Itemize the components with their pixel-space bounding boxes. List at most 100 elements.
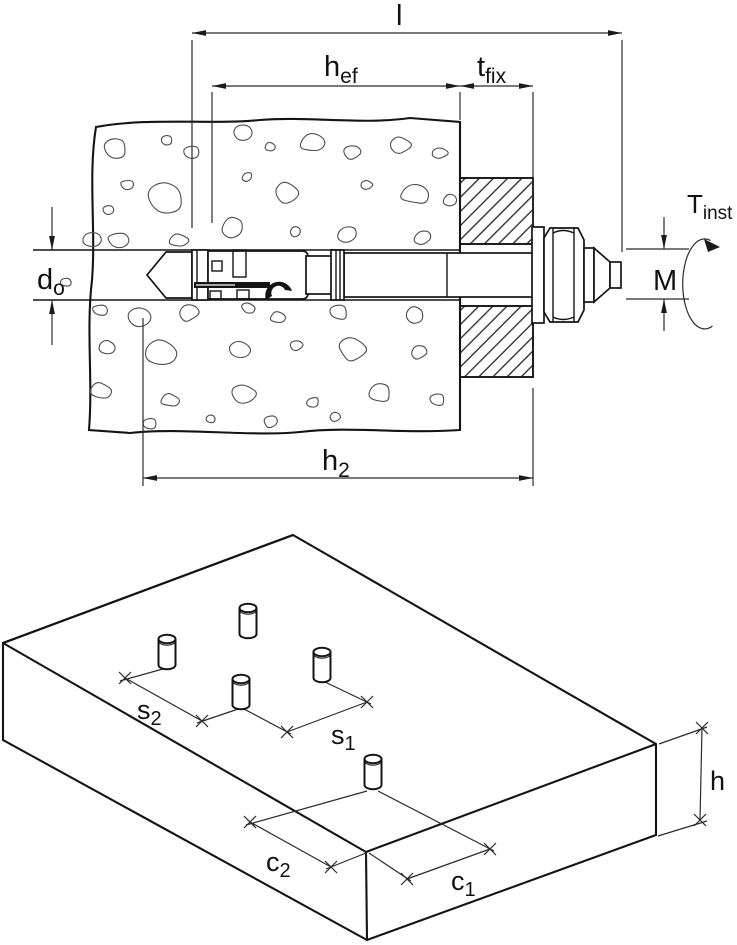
aggregate-stone [231, 384, 257, 404]
expansion-sleeve [207, 250, 309, 300]
aggregate-stone [120, 179, 135, 191]
label-s2: s2 [137, 695, 162, 730]
bolt-taper [593, 246, 611, 304]
aggregate-stone [360, 180, 374, 190]
aggregate-stone [142, 417, 157, 430]
dimension-arrowhead [446, 83, 460, 89]
aggregate-stone [442, 193, 458, 207]
anchor-stud [157, 633, 177, 671]
aggregate-stone [228, 340, 252, 359]
aggregate-stone [145, 339, 178, 365]
dimension-tick [324, 860, 338, 874]
aggregate-stone [389, 136, 412, 154]
aggregate-stone [168, 233, 190, 247]
aggregate-stone [299, 133, 326, 152]
label-do: do [37, 264, 65, 300]
dimension-arrowhead [212, 83, 226, 89]
aggregate-stone [107, 232, 130, 249]
aggregate-stone [411, 345, 428, 360]
aggregate-stone [429, 393, 445, 406]
aggregate-stone [338, 337, 368, 362]
aggregate-stone [59, 277, 72, 287]
iso-dimensions: s2 s1 c2 c1 [118, 666, 725, 901]
dimension-tick [280, 725, 294, 739]
aggregate-stone [205, 414, 216, 424]
dimension-hef: hef [211, 51, 461, 223]
aggregate-stone [221, 216, 243, 239]
dimension-arrowhead [460, 83, 474, 89]
aggregate-stone [289, 226, 301, 238]
aggregate-stone [233, 124, 253, 141]
concrete-slab [1, 533, 658, 942]
aggregate-stone [98, 339, 116, 355]
aggregate-stone [269, 311, 287, 324]
dimension-arrowhead [661, 299, 667, 313]
aggregate-stone [263, 415, 278, 429]
aggregate-stone [264, 141, 276, 152]
dimension-s1: s1 [243, 681, 372, 755]
label-hef: hef [324, 51, 358, 88]
anchor-stud [363, 753, 383, 791]
sleeve-notch-bottom1 [209, 290, 222, 300]
aggregate-stone [413, 230, 432, 245]
dimension-tick [243, 815, 257, 829]
dimension-tick [483, 842, 497, 856]
anchor-studs [157, 602, 383, 791]
aggregate-stone [306, 397, 319, 408]
sleeve-notch-bottom2 [236, 289, 250, 300]
label-tfix: tfix [477, 51, 507, 88]
aggregate-stone [183, 145, 200, 159]
dimension-c2: c2 [245, 790, 368, 882]
aggregate-stone [343, 145, 362, 160]
aggregate-stone [241, 302, 256, 314]
torque-symbol: Tinst [682, 189, 733, 330]
aggregate-stone [289, 340, 304, 352]
anchor-bolt [145, 226, 622, 324]
dimension-arrowhead [192, 30, 206, 36]
expansion-ring-end [330, 249, 345, 301]
label-M: M [653, 265, 677, 297]
label-l: l [396, 0, 402, 32]
dimension-s2: s2 [119, 666, 245, 730]
aggregate-stone [405, 306, 424, 324]
aggregate-stone [89, 382, 113, 399]
sleeve-neck [305, 255, 333, 295]
expansion-ring-front [191, 249, 209, 301]
aggregate-stone [400, 183, 430, 204]
dimension-h-slab: h [657, 726, 725, 837]
dimension-arrowhead [661, 235, 667, 249]
isometric-view: s2 s1 c2 c1 [1, 533, 725, 942]
dimension-arrowhead [608, 30, 622, 36]
aggregate-stone [241, 172, 253, 182]
torque-rotation-arrow [682, 238, 713, 330]
dimension-tick [118, 671, 132, 685]
dimension-M: M [626, 217, 689, 331]
aggregate-stone [102, 205, 115, 215]
aggregate-stone [329, 411, 341, 422]
safety-clip-hook [265, 281, 292, 300]
dimension-arrowhead [143, 475, 157, 481]
aggregate-stones [59, 124, 458, 430]
bolt-collar [583, 247, 595, 303]
dimension-arrowhead [49, 300, 55, 314]
aggregate-stone [127, 307, 152, 328]
dimension-tick [693, 813, 707, 827]
aggregate-stone [92, 304, 108, 316]
aggregate-stone [160, 134, 173, 146]
aggregate-stone [160, 393, 181, 407]
sleeve-notch-top [211, 260, 223, 272]
dimension-do: do [37, 207, 65, 345]
dimension-tick [400, 872, 414, 886]
aggregate-stone [147, 182, 182, 214]
aggregate-stone [275, 181, 300, 204]
aggregate-stone [431, 147, 449, 159]
anchor-stud [231, 673, 251, 711]
dimension-tick [695, 721, 709, 735]
label-tinst: Tinst [687, 189, 733, 224]
dimension-tick [360, 695, 374, 709]
dimension-ticks [118, 671, 709, 886]
fixture-plate [459, 177, 534, 378]
label-c1: c1 [451, 866, 476, 901]
